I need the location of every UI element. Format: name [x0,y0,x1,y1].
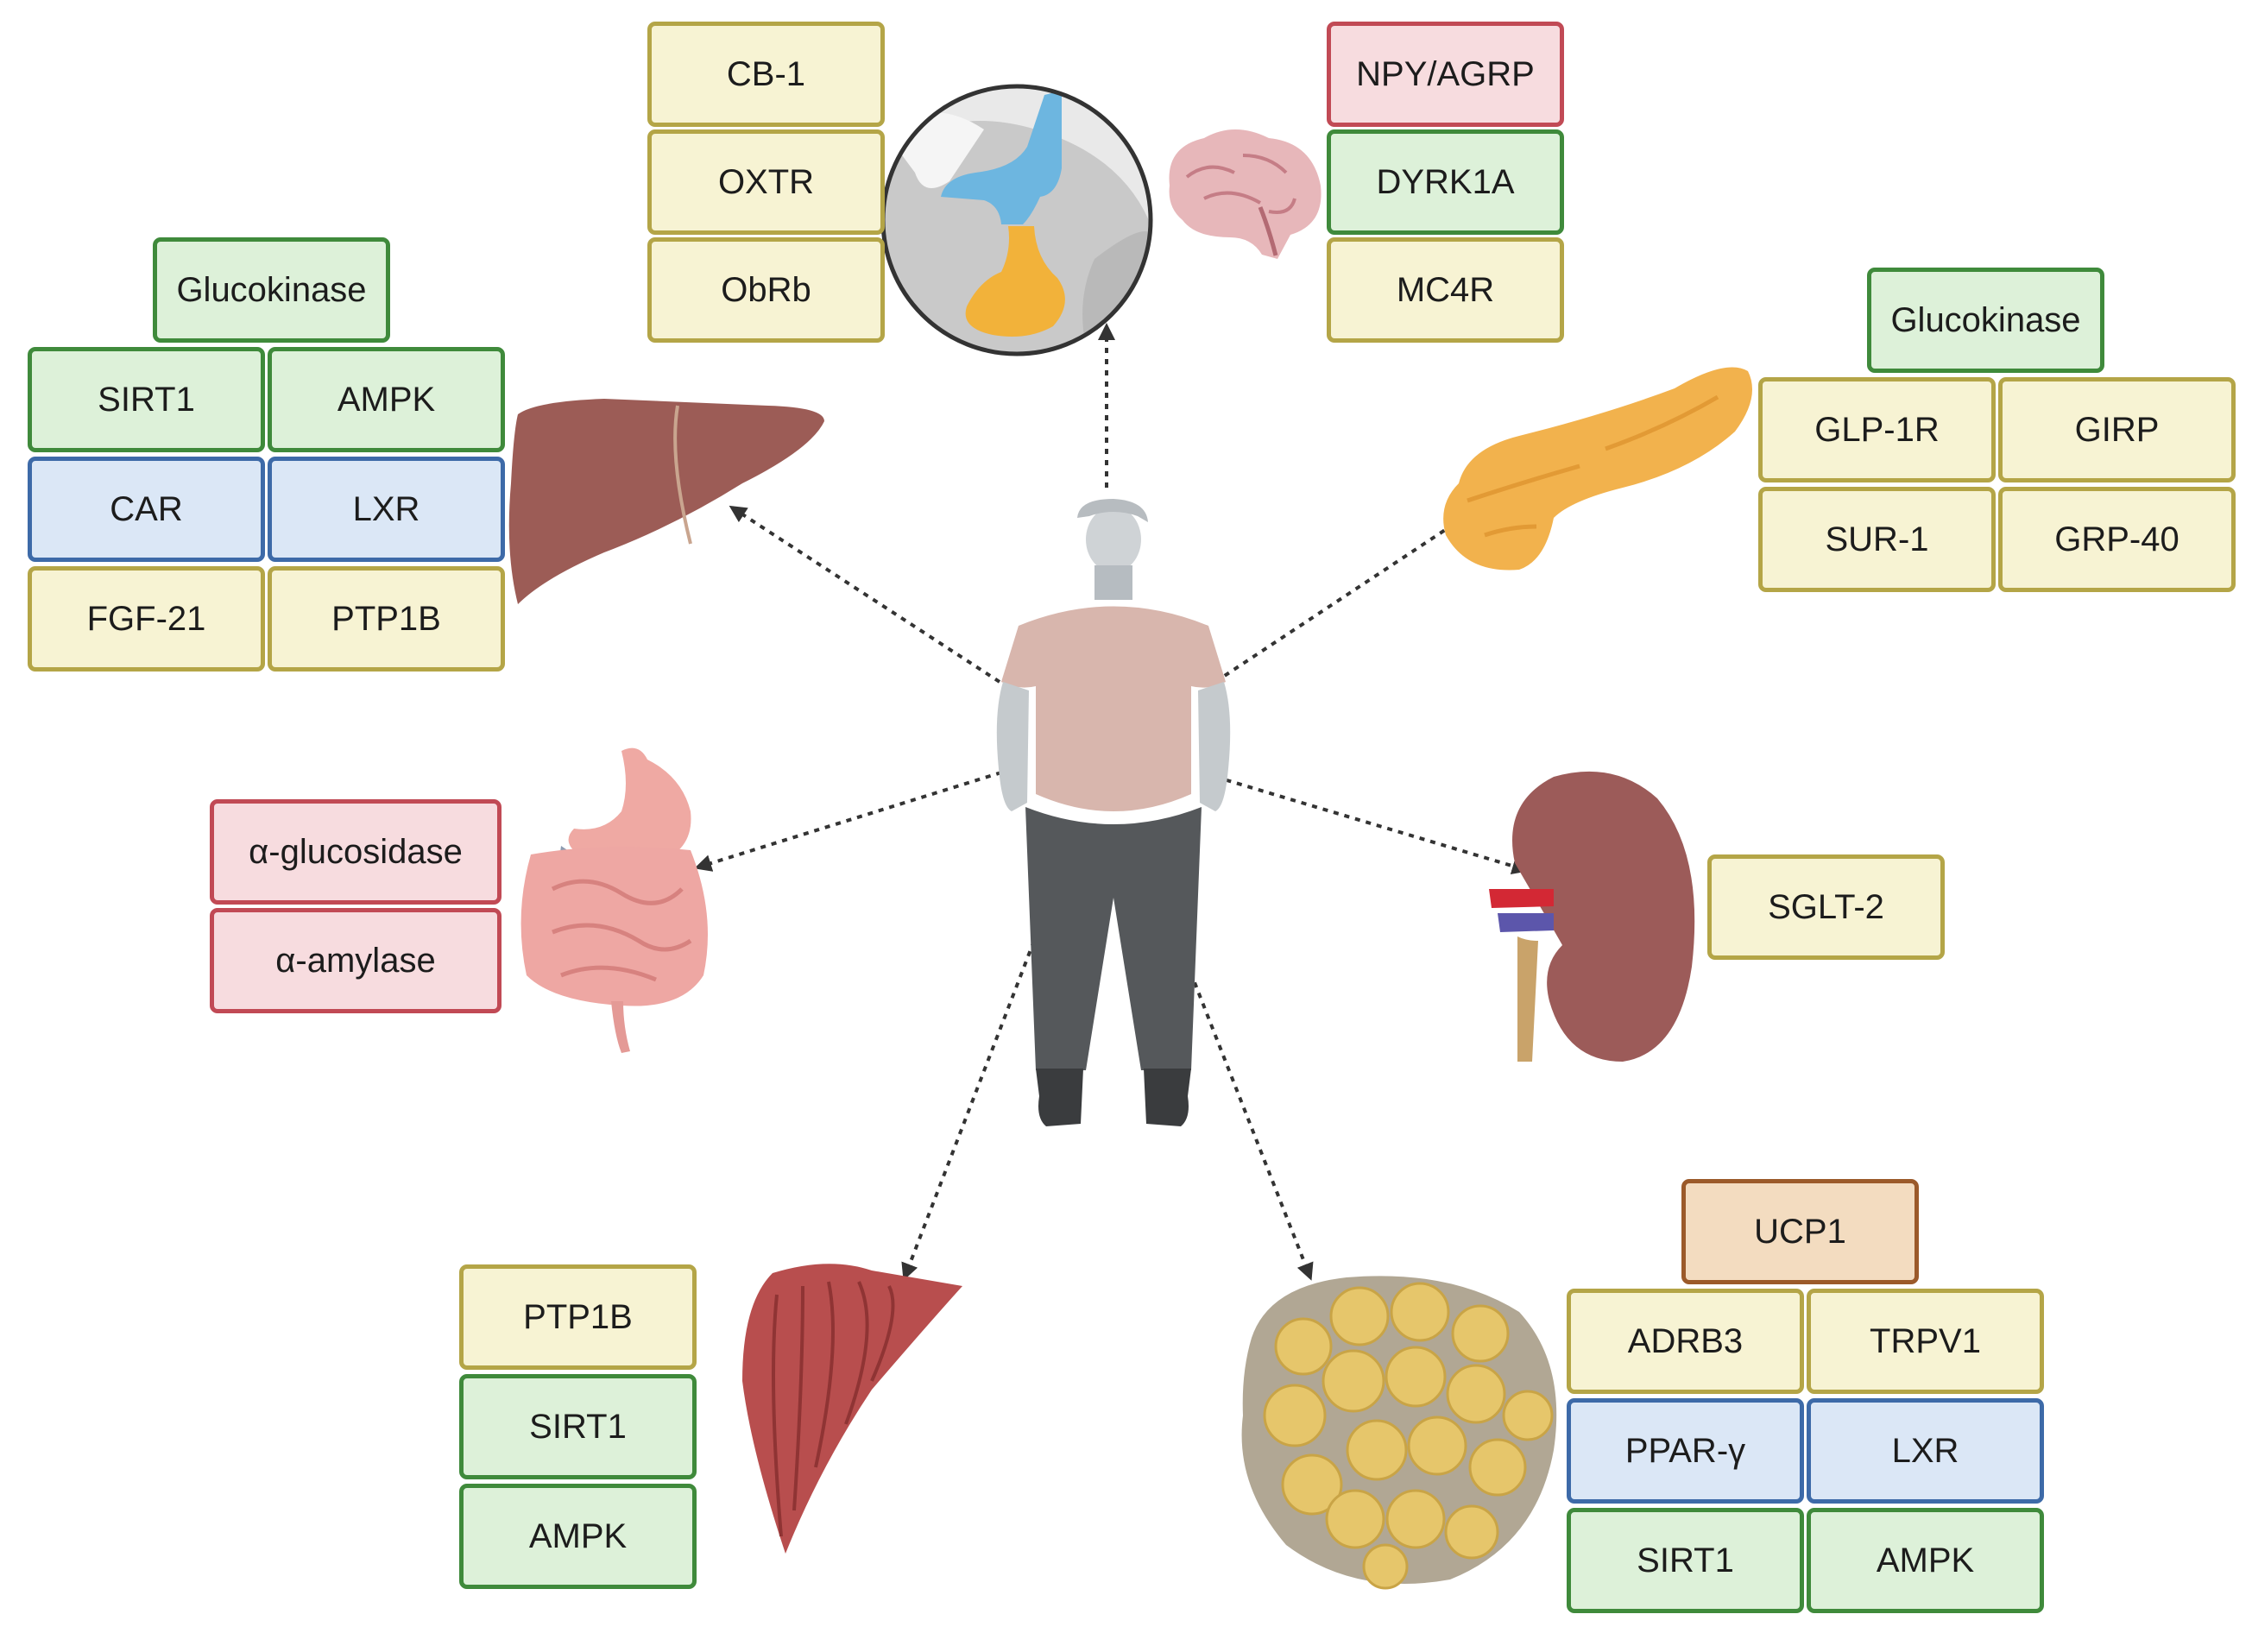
target-box-liver-sirt1: SIRT1 [28,347,265,452]
target-box-liver-lxr: LXR [268,457,505,562]
target-box-grp40: GRP-40 [1998,487,2236,592]
target-box-sur1: SUR-1 [1758,487,1996,592]
target-box-muscle-ampk: AMPK [459,1484,697,1589]
target-box-muscle-sirt1: SIRT1 [459,1374,697,1479]
target-box-liver-ptp1b: PTP1B [268,566,505,672]
target-box-liver-fgf21: FGF-21 [28,566,265,672]
target-box-cb1: CB-1 [647,22,885,127]
target-box-liver-car: CAR [28,457,265,562]
kidney-icon [1489,771,1695,1062]
target-box-oxtr: OXTR [647,129,885,235]
liver-icon [508,399,824,604]
arrow-to-muscle [901,940,1036,1281]
target-box-obrb: ObRb [647,237,885,343]
arrow-to-kidney [1214,775,1530,874]
target-box-trpv1: TRPV1 [1807,1289,2044,1394]
arrow-to-adipose [1176,940,1314,1281]
target-box-dyrk1a: DYRK1A [1327,129,1564,235]
adipose-tissue-icon [1241,1276,1557,1590]
target-box-adipose-sirt1: SIRT1 [1567,1508,1804,1613]
pancreas-icon [1443,367,1752,571]
human-figure-icon [996,499,1231,1126]
muscle-icon [742,1264,962,1554]
brain-icon [1169,129,1322,259]
target-box-alpha-glucosidase: α-glucosidase [210,799,501,905]
target-box-npy-agrp: NPY/AGRP [1327,22,1564,127]
target-box-pancreas-glucokinase: Glucokinase [1867,268,2104,373]
connector-arrows [694,323,1530,1281]
target-box-alpha-amylase: α-amylase [210,908,501,1013]
stomach-intestine-icon [520,747,708,1053]
target-box-muscle-ptp1b: PTP1B [459,1264,697,1370]
target-box-adipose-ampk: AMPK [1807,1508,2044,1613]
target-box-ucp1: UCP1 [1681,1179,1919,1284]
target-box-ppar-gamma: PPAR-γ [1567,1398,1804,1504]
target-box-sglt2: SGLT-2 [1707,854,1945,960]
target-box-mc4r: MC4R [1327,237,1564,343]
target-box-liver-ampk: AMPK [268,347,505,452]
arrow-to-gut [694,771,1002,872]
target-box-glp1r: GLP-1R [1758,377,1996,482]
target-box-adrb3: ADRB3 [1567,1289,1804,1394]
target-box-adipose-lxr: LXR [1807,1398,2044,1504]
arrow-to-pancreas [1214,502,1486,684]
target-box-girp: GIRP [1998,377,2236,482]
hypothalamus-icon [880,84,1153,356]
arrow-to-liver [729,505,1001,684]
target-box-liver-glucokinase: Glucokinase [153,237,390,343]
